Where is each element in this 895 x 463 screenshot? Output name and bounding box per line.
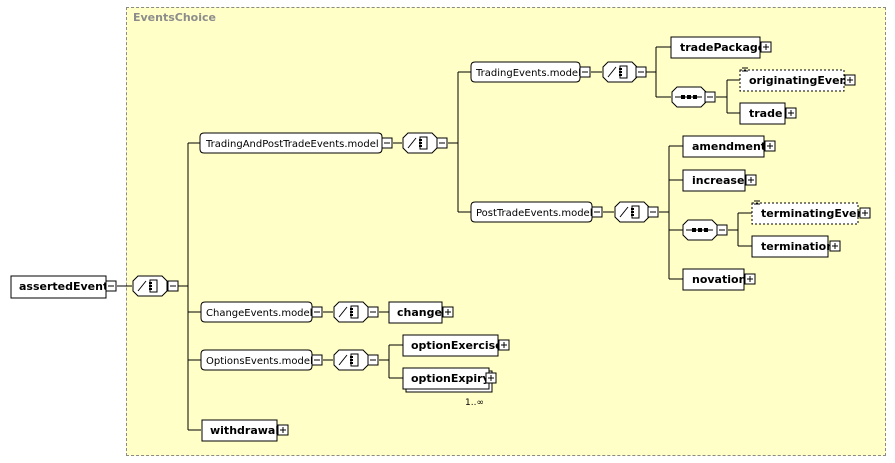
amendment-element[interactable]: amendment [682, 135, 766, 158]
choice-collapse-icon[interactable] [167, 280, 179, 292]
trading-events-choice-icon [602, 61, 638, 83]
asserted-event-element[interactable]: assertedEvent [10, 275, 108, 299]
change-events-model-label: ChangeEvents.model [206, 308, 312, 319]
originating-event-label: originatingEvent [749, 74, 853, 87]
group-label: EventsChoice [133, 11, 216, 24]
increase-label: increase [692, 174, 744, 187]
change-element[interactable]: change [388, 301, 443, 324]
options-events-collapse-icon[interactable] [311, 354, 323, 366]
options-events-model-label: OptionsEvents.model [206, 356, 313, 367]
options-events-model-group[interactable]: OptionsEvents.model [200, 349, 313, 371]
change-events-collapse-icon[interactable] [311, 306, 323, 318]
change-label: change [397, 306, 442, 319]
trade-element[interactable]: trade [739, 102, 786, 125]
option-exercise-element[interactable]: optionExercise [402, 334, 503, 357]
amendment-label: amendment [692, 140, 766, 153]
trading-events-model-label: TradingEvents.model [475, 68, 581, 79]
trading-and-post-trade-choice-icon [402, 132, 438, 154]
change-events-choice-icon [333, 301, 369, 323]
increase-expand-icon[interactable] [745, 174, 757, 186]
withdrawal-label: withdrawal [210, 424, 279, 437]
post-trade-sequence-collapse-icon[interactable] [716, 224, 728, 236]
terminating-event-element[interactable]: terminatingEvent [751, 200, 870, 225]
post-trade-sequence-compositor-icon [682, 219, 718, 241]
trading-sequence-compositor-icon [671, 86, 707, 108]
terminating-event-expand-icon[interactable] [859, 207, 871, 219]
change-events-model-group[interactable]: ChangeEvents.model [200, 301, 313, 323]
originating-event-element[interactable]: originatingEvent [739, 67, 853, 92]
option-expiry-expand-icon[interactable] [485, 372, 497, 384]
trade-expand-icon[interactable] [785, 107, 797, 119]
trading-and-post-trade-events-model-label: TradingAndPostTradeEvents.model [205, 139, 379, 150]
trading-events-model-group[interactable]: TradingEvents.model [470, 61, 581, 83]
trade-package-label: tradePackage [680, 41, 765, 54]
post-trade-events-collapse-icon[interactable] [591, 206, 603, 218]
option-exercise-label: optionExercise [411, 339, 503, 352]
post-trade-events-choice-icon [614, 201, 650, 223]
trade-package-element[interactable]: tradePackage [670, 36, 765, 59]
trading-events-collapse-icon[interactable] [579, 66, 591, 78]
options-events-choice-collapse-icon[interactable] [367, 354, 379, 366]
trading-events-choice-collapse-icon[interactable] [635, 66, 647, 78]
trade-label: trade [749, 107, 782, 120]
novation-label: novation [692, 273, 746, 286]
option-expiry-element[interactable]: optionExpiry [402, 367, 493, 393]
termination-expand-icon[interactable] [829, 240, 841, 252]
amendment-expand-icon[interactable] [764, 140, 776, 152]
termination-element[interactable]: termination [751, 235, 834, 258]
post-trade-events-model-label: PostTradeEvents.model [476, 208, 592, 219]
options-events-choice-icon [333, 349, 369, 371]
option-exercise-expand-icon[interactable] [498, 339, 510, 351]
option-expiry-cardinality: 1..∞ [465, 398, 484, 408]
terminating-event-label: terminatingEvent [761, 207, 870, 220]
novation-element[interactable]: novation [682, 268, 746, 291]
novation-expand-icon[interactable] [744, 273, 756, 285]
post-trade-events-model-group[interactable]: PostTradeEvents.model [470, 201, 593, 223]
change-events-choice-collapse-icon[interactable] [367, 306, 379, 318]
change-expand-icon[interactable] [442, 306, 454, 318]
asserted-event-label: assertedEvent [19, 280, 108, 293]
trading-and-post-trade-events-model-group[interactable]: TradingAndPostTradeEvents.model [199, 132, 383, 154]
originating-event-expand-icon[interactable] [844, 74, 856, 86]
withdrawal-expand-icon[interactable] [277, 424, 289, 436]
option-expiry-label: optionExpiry [411, 372, 490, 385]
trading-and-post-trade-choice-collapse-icon[interactable] [436, 137, 448, 149]
connector-lines [117, 46, 752, 431]
increase-element[interactable]: increase [682, 169, 746, 192]
post-trade-events-choice-collapse-icon[interactable] [647, 206, 659, 218]
trade-package-expand-icon[interactable] [760, 41, 772, 53]
asserted-event-collapse-icon[interactable] [105, 280, 117, 292]
choice-compositor-icon [132, 275, 168, 297]
termination-label: termination [761, 240, 834, 253]
trading-sequence-collapse-icon[interactable] [704, 91, 716, 103]
trading-and-post-trade-collapse-icon[interactable] [381, 137, 393, 149]
withdrawal-element[interactable]: withdrawal [201, 419, 279, 442]
